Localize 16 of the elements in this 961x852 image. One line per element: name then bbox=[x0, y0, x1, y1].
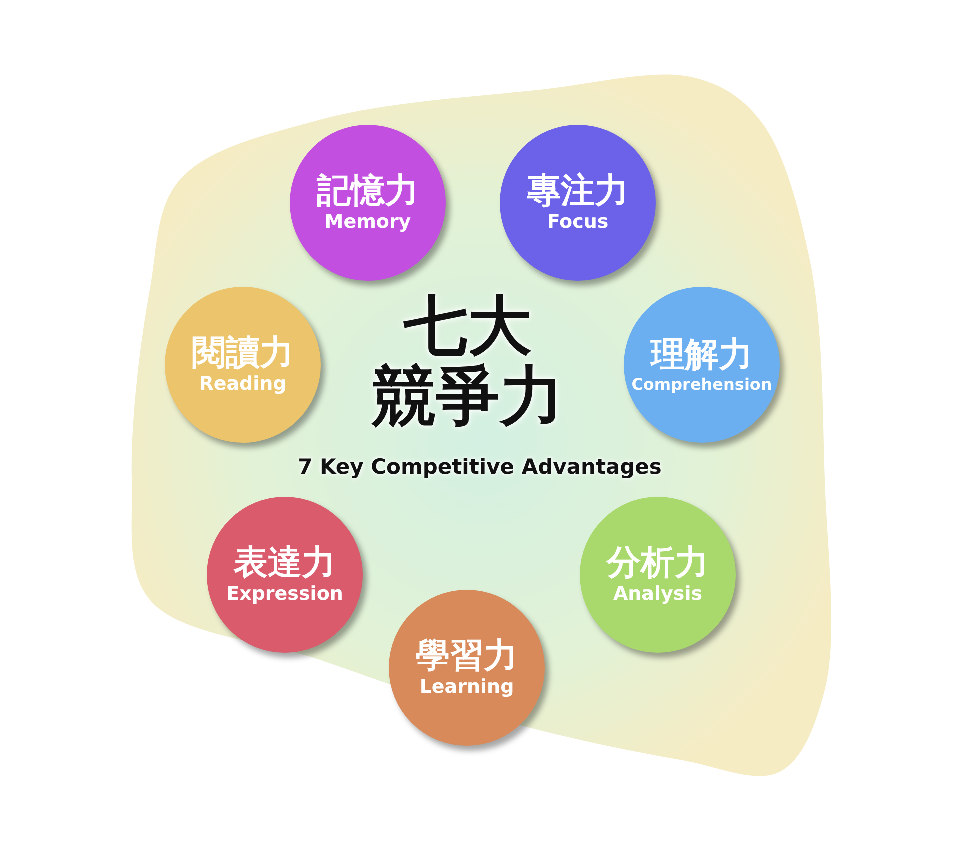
skill-name: 專注力 bbox=[527, 172, 629, 212]
skill-name: 理解力 bbox=[651, 336, 753, 375]
skill-name: 學習力 bbox=[416, 637, 518, 676]
skill-name: 表達力 bbox=[234, 544, 336, 584]
skill-name: 記憶力 bbox=[317, 172, 419, 212]
skill-name: 分析力 bbox=[607, 544, 709, 584]
skill-english-name: Focus bbox=[547, 211, 609, 234]
center-title: 七大競爭力 bbox=[372, 292, 564, 433]
skill-english-name: Comprehension bbox=[632, 374, 772, 394]
center-subtitle: 7 Key Competitive Advantages bbox=[298, 455, 662, 479]
skill-english-name: Learning bbox=[420, 676, 514, 699]
skill-english-name: Expression bbox=[226, 583, 344, 606]
skill-english-name: Reading bbox=[199, 373, 287, 396]
skill-name: 閱讀力 bbox=[192, 334, 294, 374]
skill-english-name: Analysis bbox=[613, 583, 703, 606]
skill-english-name: Memory bbox=[324, 211, 412, 234]
